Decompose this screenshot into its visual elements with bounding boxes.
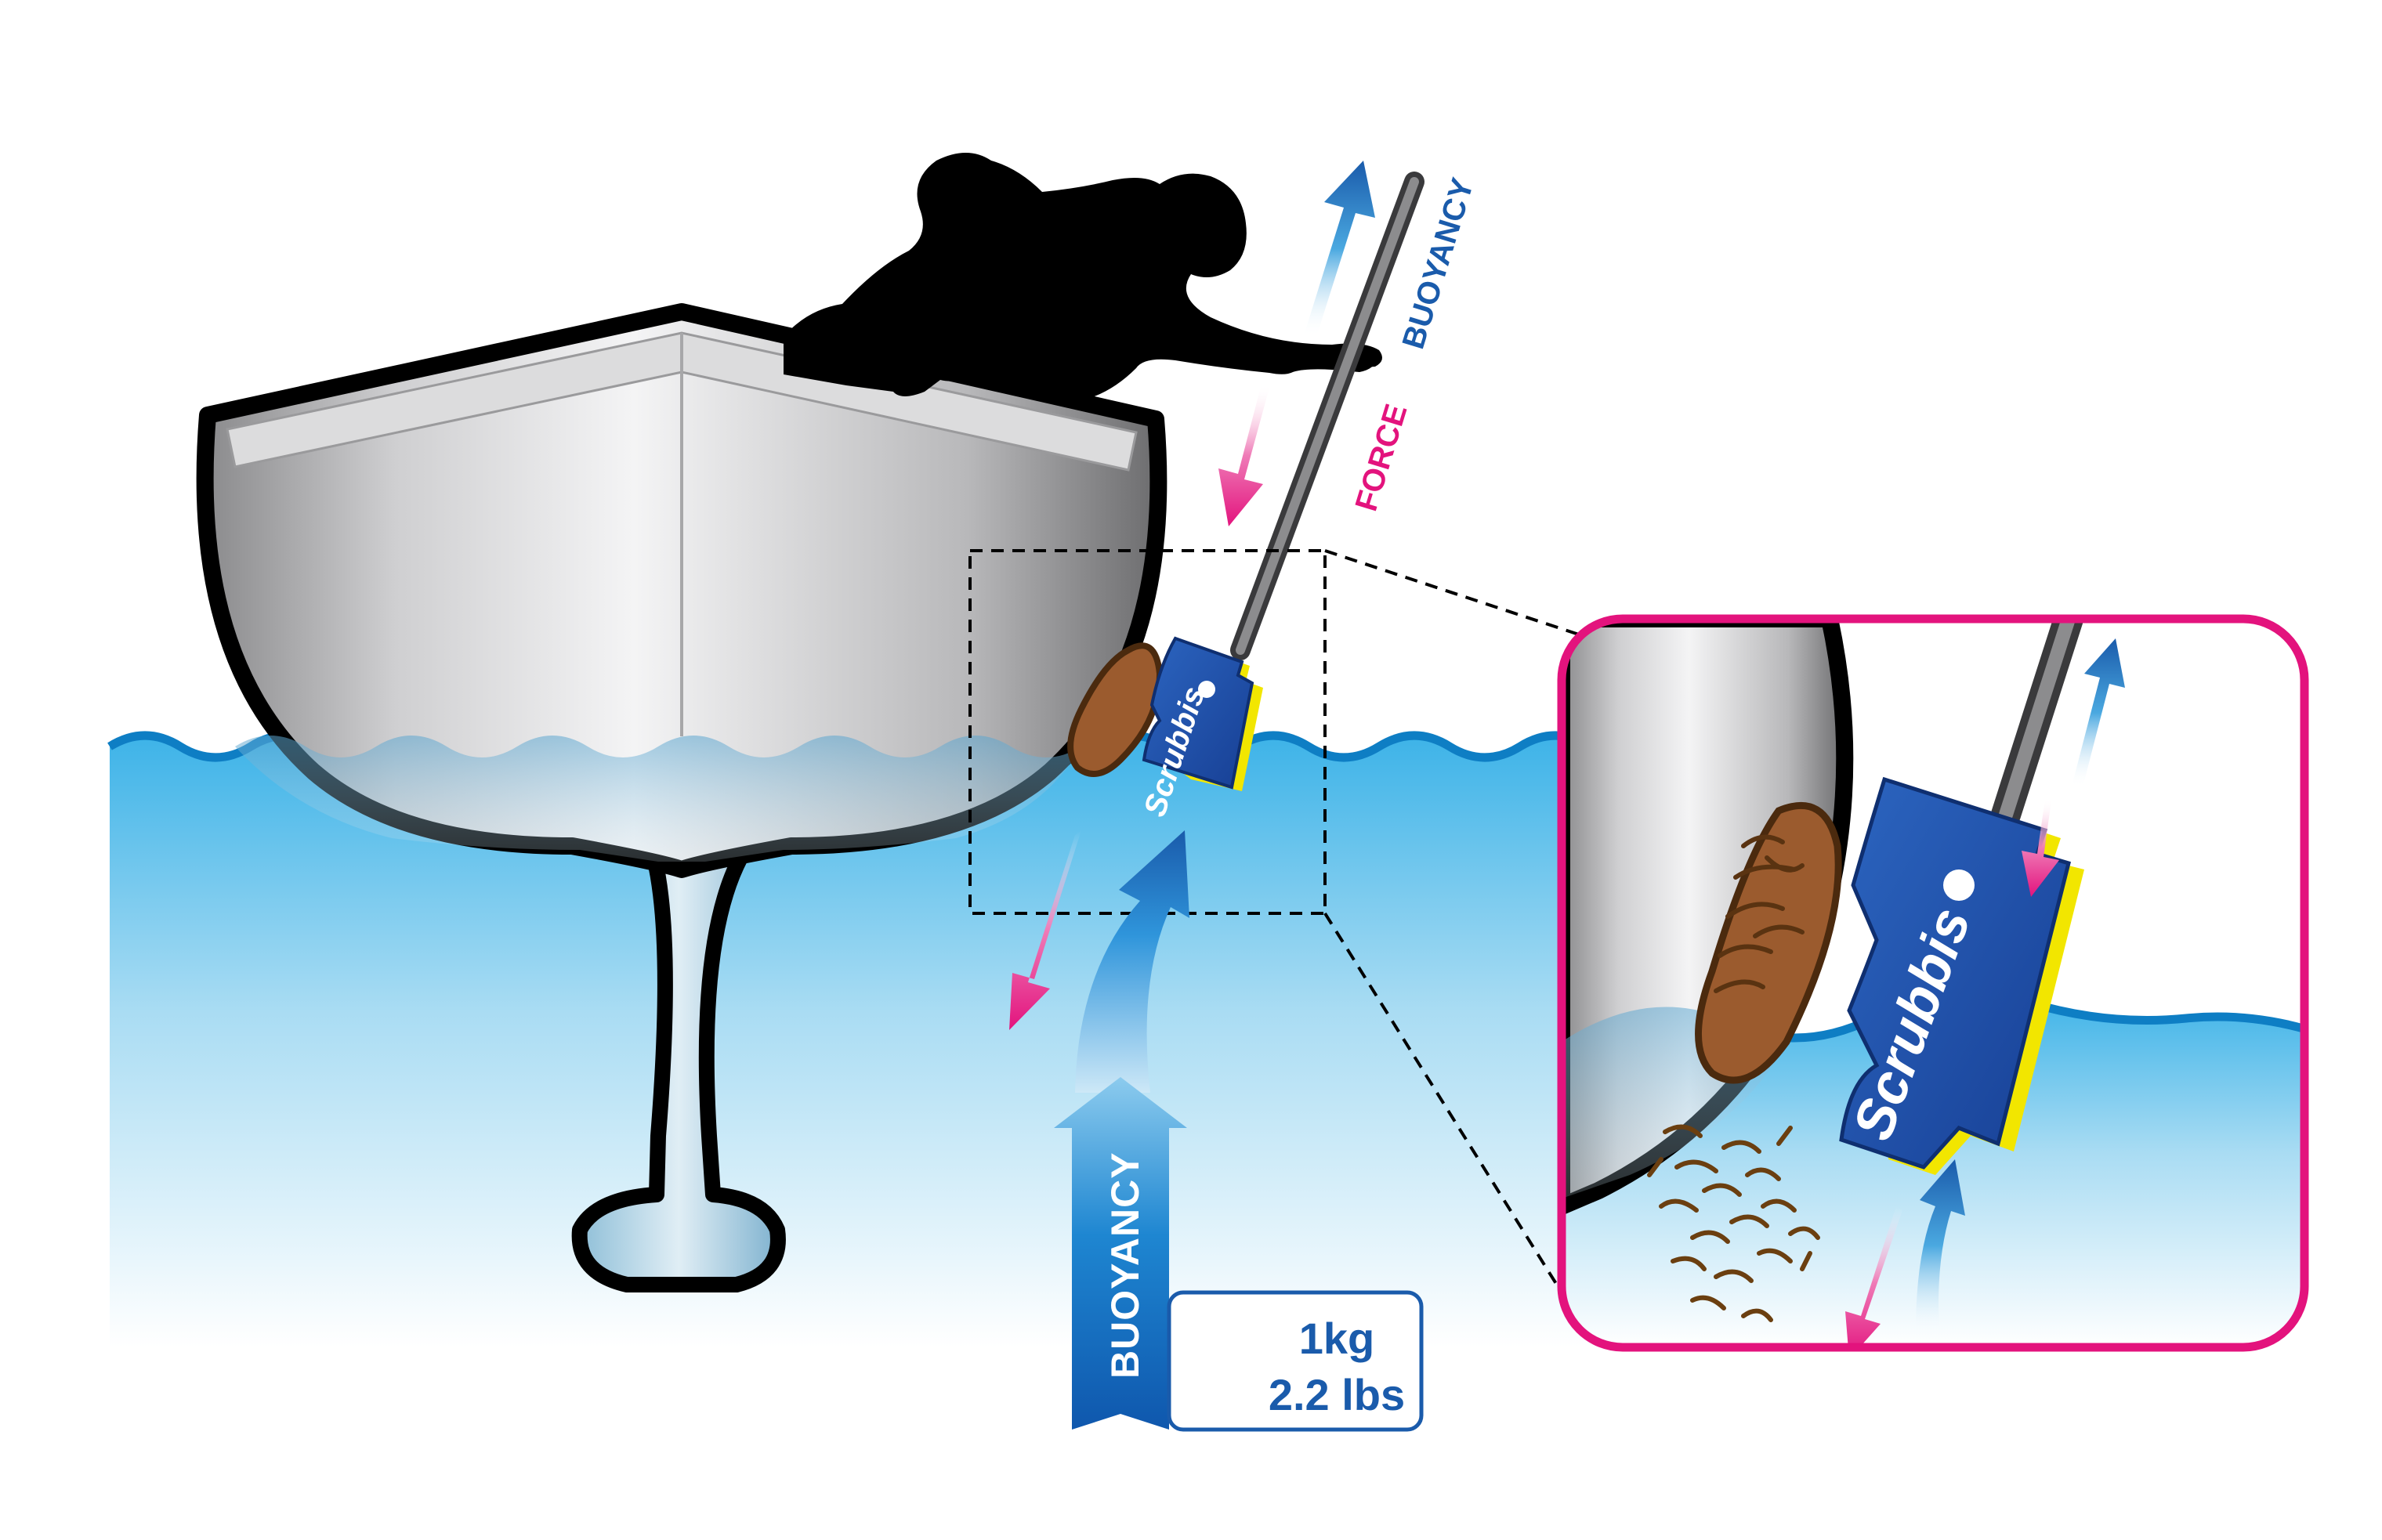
weight-kg-label: 1kg <box>1299 1314 1375 1363</box>
weight-box: 1kg 2.2 lbs <box>1167 1290 1424 1432</box>
buoyancy-main-arrow: BUOYANCY <box>1054 1077 1187 1430</box>
weight-lbs-label: 2.2 lbs <box>1269 1370 1405 1419</box>
buoyancy-main-label: BUOYANCY <box>1103 1151 1147 1379</box>
force-label-top: FORCE <box>1349 400 1414 515</box>
buoyancy-small-arrow-top <box>1305 161 1375 337</box>
force-small-arrow-top <box>1218 384 1269 526</box>
boat-hull <box>196 303 1167 1292</box>
debris-particles <box>1647 1124 1820 1322</box>
zoom-inset: Scrubbis <box>1557 614 2309 1352</box>
buoyancy-curved-arrow <box>1075 830 1189 1093</box>
scrubbis-pole <box>1230 172 1424 660</box>
zoom-inset-frame <box>1557 614 2309 1352</box>
zoom-line-top <box>1324 549 1580 636</box>
force-arrow-under-water <box>1009 830 1081 1030</box>
person-silhouette <box>784 153 1382 399</box>
zoom-line-bottom <box>1323 912 1563 1294</box>
